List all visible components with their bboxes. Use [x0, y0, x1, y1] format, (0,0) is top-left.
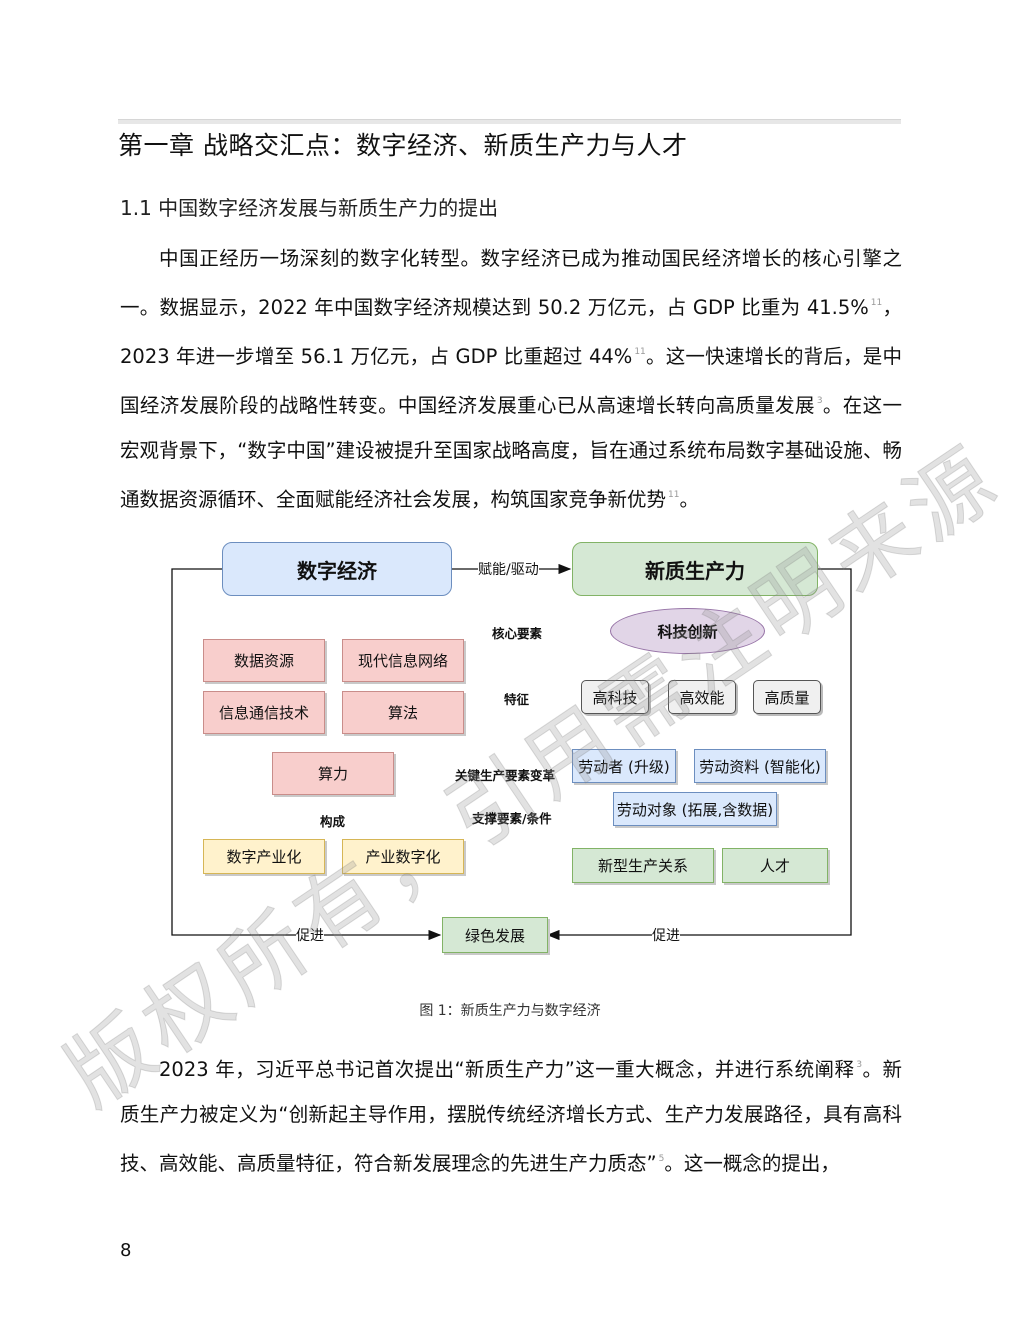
promote-right-arrow	[546, 568, 852, 941]
key-factor-label: 关键生产要素变革	[455, 768, 556, 783]
algorithm-box: 算法	[342, 691, 464, 734]
paragraph-1: 中国正经历一场深刻的数字化转型。数字经济已成为推动国民经济增长的核心引擎之一。数…	[120, 236, 902, 522]
feature-high-quality: 高质量	[753, 680, 821, 714]
new-productivity-box: 新质生产力	[572, 542, 818, 596]
page-number: 8	[120, 1240, 132, 1261]
feature-high-tech: 高科技	[581, 680, 649, 714]
laborer-box: 劳动者 (升级)	[572, 749, 676, 783]
feature-high-efficiency: 高效能	[668, 680, 736, 714]
para2-text-3: 。这一概念的提出，	[664, 1152, 840, 1175]
new-relations-box: 新型生产关系	[572, 848, 714, 883]
industrial-digitalization-box: 产业数字化	[342, 839, 464, 874]
data-resources-box: 数据资源	[203, 639, 325, 682]
ref-11[interactable]: 11	[668, 490, 680, 500]
para1-text-2: ，2023 年进一步增至 56.1 万亿元，占 GDP 比重超过 44%	[120, 296, 902, 368]
labor-tools-box: 劳动资料 (智能化)	[694, 749, 826, 783]
header-rule	[118, 119, 901, 124]
diagram-connectors	[171, 563, 852, 941]
promote-right-label: 促进	[652, 925, 680, 945]
ref-3[interactable]: 3	[856, 1060, 863, 1070]
ref-11[interactable]: 11	[870, 298, 883, 308]
figure-diagram: 数字经济 新质生产力 赋能/驱动 核心要素 科技创新 数据资源 现代信息网络 信…	[150, 532, 870, 962]
core-label: 核心要素	[492, 626, 543, 641]
enable-label: 赋能/驱动	[478, 559, 539, 579]
ref-11[interactable]: 11	[634, 347, 646, 357]
digital-economy-box: 数字经济	[222, 542, 452, 596]
para2-text-1: 2023 年，习近平总书记首次提出“新质生产力”这一重大概念，并进行系统阐释	[159, 1058, 855, 1081]
ict-box: 信息通信技术	[203, 691, 325, 734]
talent-box: 人才	[722, 848, 828, 883]
promote-left-label: 促进	[296, 925, 324, 945]
para1-text-1: 中国正经历一场深刻的数字化转型。数字经济已成为推动国民经济增长的核心引擎之一。数…	[120, 247, 902, 319]
section-title: 1.1 中国数字经济发展与新质生产力的提出	[120, 196, 499, 220]
para1-text-5: 。	[679, 488, 699, 511]
chapter-title: 第一章 战略交汇点：数字经济、新质生产力与人才	[118, 131, 688, 160]
para1-text-3: 。这一快速增长的背后，是中国经济发展阶段的战略性转变。中国经济发展重心已从高速增…	[120, 345, 902, 417]
para2-text-2: 。新质生产力被定义为“创新起主导作用，摆脱传统经济增长方式、生产力发展路径，具有…	[120, 1058, 902, 1175]
ref-5[interactable]: 5	[658, 1154, 665, 1164]
info-network-box: 现代信息网络	[342, 639, 464, 682]
para1-text-4: 。在这一宏观背景下，“数字中国”建设被提升至国家战略高度，旨在通过系统布局数字基…	[120, 394, 902, 511]
green-development-box: 绿色发展	[442, 917, 548, 953]
digital-industrialization-box: 数字产业化	[203, 839, 325, 874]
innovation-ellipse: 科技创新	[610, 608, 765, 654]
labor-object-box: 劳动对象 (拓展,含数据)	[613, 792, 777, 826]
support-label: 支撑要素/条件	[472, 811, 552, 826]
ref-3[interactable]: 3	[816, 396, 823, 406]
feature-label: 特征	[504, 692, 530, 707]
composition-label: 构成	[320, 814, 346, 829]
computing-power-box: 算力	[272, 752, 394, 795]
figure-caption: 图 1：新质生产力与数字经济	[419, 1003, 601, 1019]
